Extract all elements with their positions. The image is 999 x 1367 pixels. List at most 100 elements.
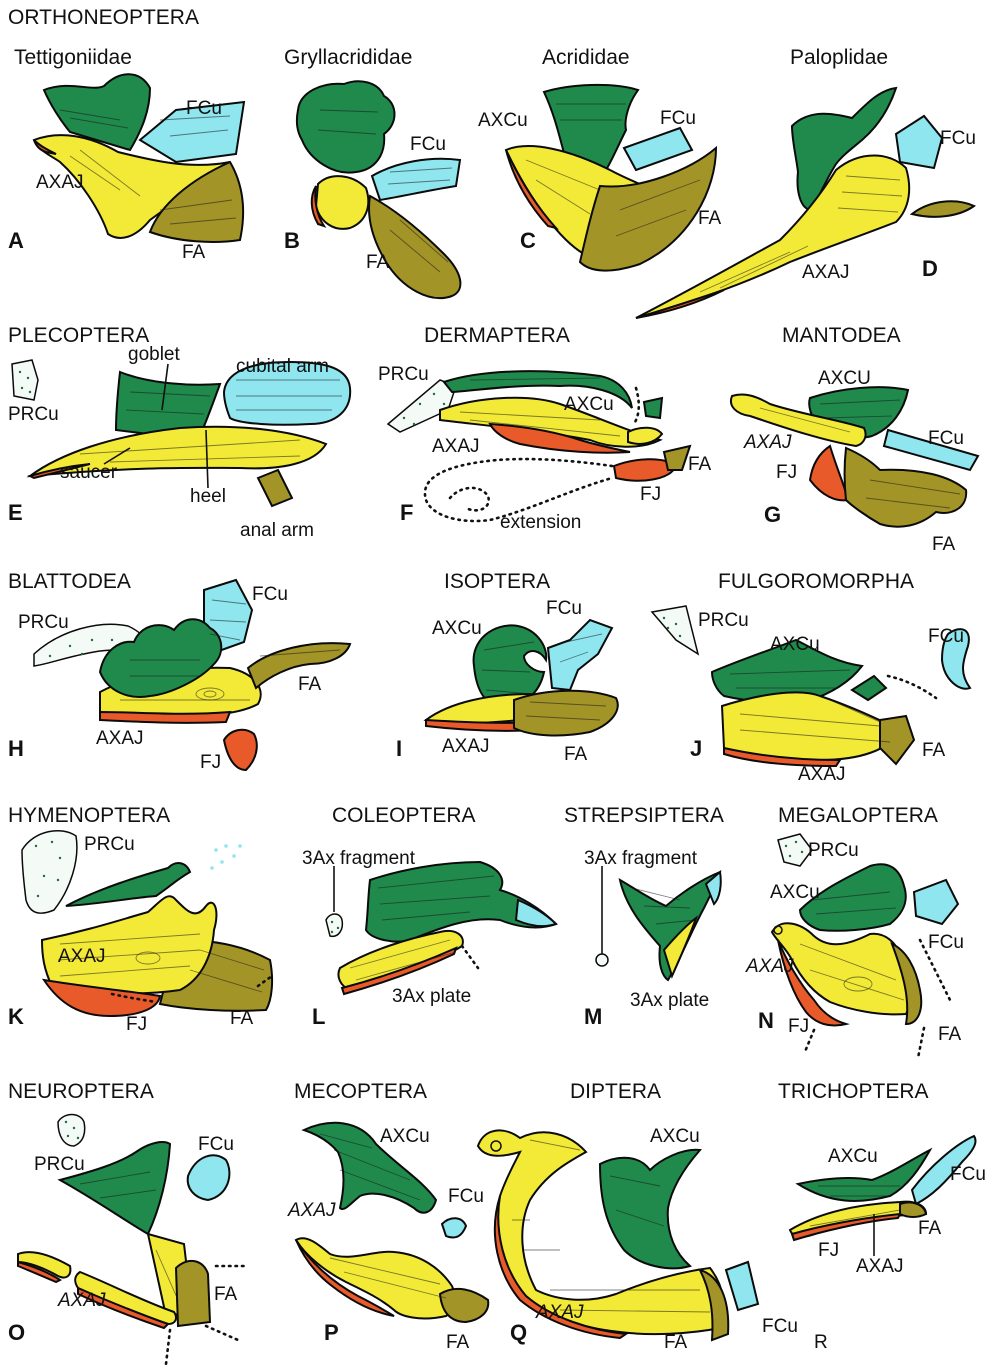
label-fa: FA <box>446 1332 470 1353</box>
label-cubital-arm: cubital arm <box>236 356 329 377</box>
label-saucer: saucer <box>60 462 118 483</box>
label-axcu: AXCu <box>650 1126 700 1147</box>
order-title-mantodea: MANTODEA <box>782 324 901 347</box>
label-fa: FA <box>298 674 322 695</box>
label-goblet: goblet <box>128 344 180 365</box>
panel-letter-r: R <box>814 1332 828 1353</box>
order-title-orthoneoptera: ORTHONEOPTERA <box>8 6 199 29</box>
label-axcu: AXCu <box>564 394 614 415</box>
family-title-gryllacrididae: Gryllacrididae <box>284 46 412 69</box>
order-title-fulgoromorpha: FULGOROMORPHA <box>718 570 914 593</box>
order-title-megaloptera: MEGALOPTERA <box>778 804 938 827</box>
label-fcu: FCu <box>186 98 222 119</box>
panel-letter-h: H <box>8 736 24 761</box>
label-axaj: AXAJ <box>745 956 794 977</box>
order-title-trichoptera: TRICHOPTERA <box>778 1080 929 1103</box>
label-anal-arm: anal arm <box>240 520 314 541</box>
label-axcu: AXCU <box>818 368 871 389</box>
sclerite-stipple <box>778 834 812 866</box>
panel-o: NEUROPTERA PRCu FCu FA AXAJ O <box>8 1080 244 1364</box>
label-fcu: FCu <box>950 1164 986 1185</box>
panel-letter-m: M <box>584 1004 602 1029</box>
label-axcu: AXCu <box>770 882 820 903</box>
family-title-tettigoniidae: Tettigoniidae <box>14 46 132 69</box>
sclerite-green <box>366 862 556 942</box>
label-fcu: FCu <box>928 428 964 449</box>
label-axcu: AXCu <box>478 110 528 131</box>
sclerite-olive <box>369 196 460 298</box>
family-title-acrididae: Acrididae <box>542 46 630 69</box>
panel-letter-i: I <box>396 736 402 761</box>
label-fj: FJ <box>776 462 797 483</box>
sclerite-yellow <box>316 176 368 229</box>
panel-letter-d: D <box>922 256 938 281</box>
sclerite-stipple <box>652 606 698 654</box>
label-fj: FJ <box>818 1240 839 1261</box>
panel-letter-l: L <box>312 1004 325 1029</box>
panel-r: TRICHOPTERA AXCu FCu FA FJ AXAJ R <box>778 1080 986 1353</box>
panel-j: FULGOROMORPHA PRCu AXCu FCu FA AXAJ J <box>652 570 970 785</box>
sclerite-cyan <box>624 128 692 170</box>
sclerite-olive <box>258 470 292 506</box>
sclerite-green <box>852 676 886 700</box>
panel-e: PLECOPTERA goblet cubital arm PRCu sauce… <box>8 324 350 541</box>
label-fa: FA <box>564 744 588 765</box>
label-fa: FA <box>922 740 946 761</box>
label-fcu: FCu <box>252 584 288 605</box>
label-fa: FA <box>366 252 390 273</box>
label-fj: FJ <box>788 1016 809 1037</box>
label-fa: FA <box>932 534 956 555</box>
sclerite-orange <box>810 446 848 500</box>
panel-letter-e: E <box>8 500 23 525</box>
label-axaj: AXAJ <box>442 736 490 757</box>
cyan-stipple <box>210 844 242 870</box>
label-3ax-plate: 3Ax plate <box>630 990 709 1011</box>
label-fcu: FCu <box>940 128 976 149</box>
label-fa: FA <box>664 1332 688 1353</box>
label-prcu: PRCu <box>34 1154 85 1175</box>
label-fa: FA <box>938 1024 962 1045</box>
sclerite-green <box>644 398 662 418</box>
label-fcu: FCu <box>198 1134 234 1155</box>
panel-a: ORTHONEOPTERA Tettigoniidae FCu AXAJ FA … <box>8 6 244 263</box>
label-axaj: AXAJ <box>432 436 480 457</box>
panel-letter-q: Q <box>510 1320 527 1345</box>
label-axcu: AXCu <box>380 1126 430 1147</box>
label-axcu: AXCu <box>432 618 482 639</box>
sclerite-stipple <box>12 360 38 400</box>
label-fcu: FCu <box>546 598 582 619</box>
panel-b: Gryllacrididae FCu FA B <box>284 46 460 298</box>
label-prcu: PRCu <box>84 834 135 855</box>
label-axaj: AXAJ <box>57 1290 106 1311</box>
label-fj: FJ <box>126 1014 147 1035</box>
label-axcu: AXCu <box>828 1146 878 1167</box>
sclerite-orange <box>100 712 230 723</box>
sclerite-yellow <box>42 896 216 993</box>
label-fa: FA <box>214 1284 238 1305</box>
panel-letter-n: N <box>758 1008 774 1033</box>
label-fa: FA <box>182 242 206 263</box>
sclerite-yellow <box>722 692 900 760</box>
label-fj: FJ <box>640 484 661 505</box>
label-prcu: PRCu <box>8 404 59 425</box>
label-axaj: AXAJ <box>287 1200 336 1221</box>
label-axaj: AXAJ <box>96 728 144 749</box>
sclerite-olive <box>176 1261 210 1326</box>
label-axaj: AXAJ <box>743 432 792 453</box>
family-title-paloplidae: Paloplidae <box>790 46 888 69</box>
label-fcu: FCu <box>448 1186 484 1207</box>
label-3ax-fragment: 3Ax fragment <box>584 848 698 869</box>
panel-f: DERMAPTERA PRCu AXCu AXAJ FA FJ extensio… <box>378 324 712 533</box>
order-title-hymenoptera: HYMENOPTERA <box>8 804 170 827</box>
label-3ax-fragment: 3Ax fragment <box>302 848 416 869</box>
label-prcu: PRCu <box>808 840 859 861</box>
panel-letter-o: O <box>8 1320 25 1345</box>
label-axaj: AXAJ <box>535 1302 584 1323</box>
label-extension: extension <box>500 512 581 533</box>
label-axaj: AXAJ <box>58 946 106 967</box>
sclerite-olive <box>664 446 690 470</box>
label-fa: FA <box>688 454 712 475</box>
sclerite-stipple <box>326 914 342 936</box>
panel-c: Acrididae AXCu FCu FA C <box>478 46 722 271</box>
